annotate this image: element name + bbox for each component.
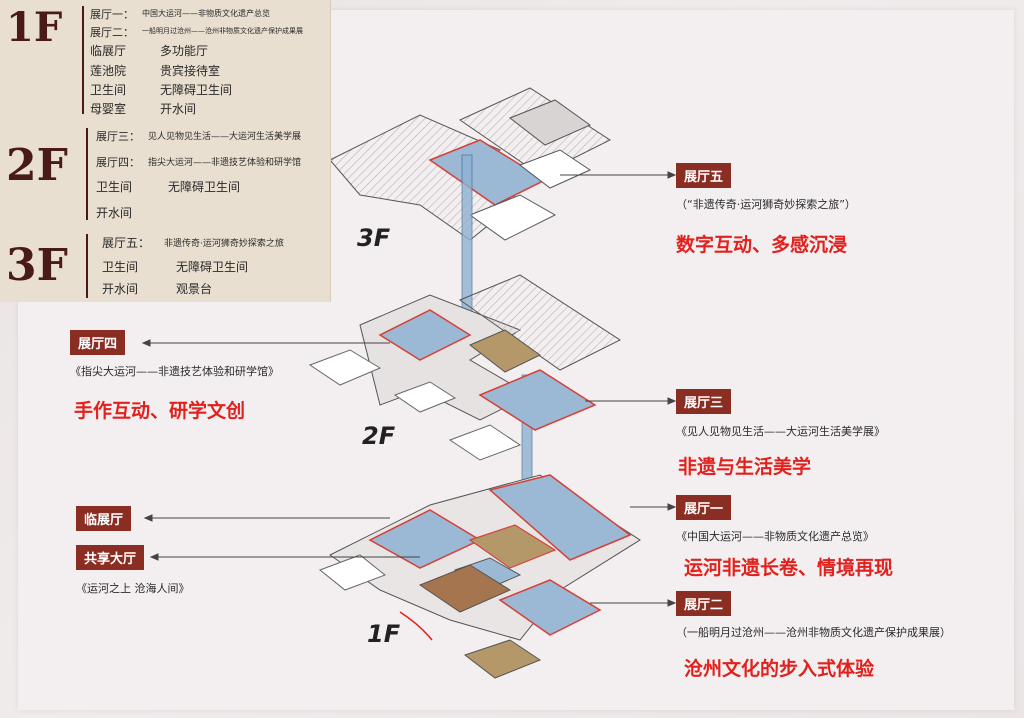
legend-key: 母婴室 — [90, 102, 127, 116]
legend-value: 一船明月过沧州——沧州非物质文化遗产保护成果展 — [142, 27, 303, 35]
legend-value: 无障碍卫生间 — [160, 83, 233, 97]
legend-key: 卫生间 — [90, 83, 127, 97]
legend-2f-label: 2F — [6, 140, 68, 191]
legend-2f-row: 展厅三： 见人见物见生活——大运河生活美学展 — [96, 128, 301, 144]
legend-key: 卫生间 — [96, 180, 133, 194]
legend-key: 展厅四： — [96, 156, 140, 169]
hall-2-tag: 展厅二 — [676, 591, 732, 616]
legend-value: 无障碍卫生间 — [176, 260, 249, 274]
legend-1f-row: 卫生间 无障碍卫生间 — [90, 81, 232, 98]
legend-3f-divider — [86, 234, 88, 298]
hall-3-subtitle: 《见人见物见生活——大运河生活美学展》 — [676, 425, 885, 438]
hall-5-tag: 展厅五 — [676, 163, 732, 188]
legend-key: 卫生间 — [102, 260, 139, 274]
legend-1f-row: 临展厅 多功能厅 — [90, 42, 208, 59]
hall-1-subtitle: 《中国大运河——非物质文化遗产总览》 — [676, 530, 874, 543]
hall-1-tag: 展厅一 — [676, 495, 732, 520]
legend-value: 贵宾接待室 — [160, 64, 221, 78]
hall-3-tag: 展厅三 — [676, 389, 732, 414]
hall-2-subtitle: （一船明月过沧州——沧州非物质文化遗产保护成果展） — [676, 626, 951, 639]
legend-1f-row: 展厅一： 中国大运河——非物质文化遗产总览 — [90, 6, 270, 22]
legend-1f-row: 莲池院 贵宾接待室 — [90, 62, 220, 79]
floor-2-plan — [308, 274, 622, 461]
legend-3f-row: 卫生间 无障碍卫生间 — [102, 258, 248, 275]
floor-1-plan — [319, 474, 641, 679]
shared-hall-tag: 共享大厅 — [76, 545, 145, 570]
leader-lines — [141, 171, 677, 607]
legend-1f-row: 母婴室 开水间 — [90, 100, 196, 117]
legend-1f-divider — [82, 6, 84, 114]
legend-value: 见人见物见生活——大运河生活美学展 — [148, 132, 302, 142]
legend-key: 开水间 — [102, 282, 139, 296]
legend-3f-row: 开水间 观景台 — [102, 280, 212, 297]
legend-key: 展厅一： — [90, 8, 134, 21]
legend-key: 临展厅 — [90, 44, 127, 58]
hall-4-subtitle: 《指尖大运河——非遗技艺体验和研学馆》 — [70, 365, 279, 378]
legend-value: 多功能厅 — [160, 44, 209, 58]
legend-key: 开水间 — [96, 206, 133, 220]
hall-3-slogan: 非遗与生活美学 — [678, 456, 812, 478]
legend-2f-row: 卫生间 无障碍卫生间 — [96, 178, 240, 195]
floor-label-3f: 3F — [357, 224, 391, 252]
legend-key: 莲池院 — [90, 64, 127, 78]
floor-label-1f: 1F — [367, 620, 401, 648]
legend-2f: 2F 展厅三： 见人见物见生活——大运河生活美学展 展厅四： 指尖大运河——非遗技艺… — [0, 120, 331, 228]
legend-2f-row: 展厅四： 指尖大运河——非遗技艺体验和研学馆 — [96, 154, 301, 170]
legend-1f-row: 展厅二： 一船明月过沧州——沧州非物质文化遗产保护成果展 — [90, 24, 303, 40]
legend-value: 指尖大运河——非遗技艺体验和研学馆 — [148, 158, 302, 168]
legend-key: 展厅二： — [90, 26, 134, 39]
hall-4-tag: 展厅四 — [70, 330, 126, 355]
legend-1f: 1F 展厅一： 中国大运河——非物质文化遗产总览 展厅二： 一船明月过沧州——沧州非… — [0, 0, 331, 120]
legend-3f-label: 3F — [6, 240, 68, 291]
hall-4-slogan: 手作互动、研学文创 — [74, 400, 246, 422]
legend-3f-row: 展厅五： 非遗传奇·运河狮奇妙探索之旅 — [102, 234, 284, 251]
legend-value: 无障碍卫生间 — [168, 180, 241, 194]
floor-3-plan — [329, 87, 612, 241]
legend-key: 展厅五： — [102, 236, 151, 250]
legend-3f: 3F 展厅五： 非遗传奇·运河狮奇妙探索之旅 卫生间 无障碍卫生间 开水间 观景台 — [0, 228, 331, 302]
legend-value: 中国大运河——非物质文化遗产总览 — [142, 9, 270, 18]
floor-label-2f: 2F — [362, 422, 396, 450]
hall-5-subtitle: （“非遗传奇·运河狮奇妙探索之旅”） — [676, 198, 856, 211]
legend-1f-label: 1F — [6, 4, 63, 51]
legend-key: 展厅三： — [96, 130, 140, 143]
temp-hall-tag: 临展厅 — [76, 506, 132, 531]
hall-2-slogan: 沧州文化的步入式体验 — [684, 658, 875, 680]
shared-hall-subtitle: 《运河之上 沧海人间》 — [76, 582, 190, 595]
hall-5-slogan: 数字互动、多感沉浸 — [676, 234, 848, 256]
legend-value: 开水间 — [160, 102, 197, 116]
legend-value: 非遗传奇·运河狮奇妙探索之旅 — [164, 239, 284, 249]
legend-2f-divider — [86, 128, 88, 220]
hall-1-slogan: 运河非遗长卷、情境再现 — [684, 557, 894, 579]
legend-value: 观景台 — [176, 282, 213, 296]
legend-2f-row: 开水间 — [96, 204, 132, 221]
